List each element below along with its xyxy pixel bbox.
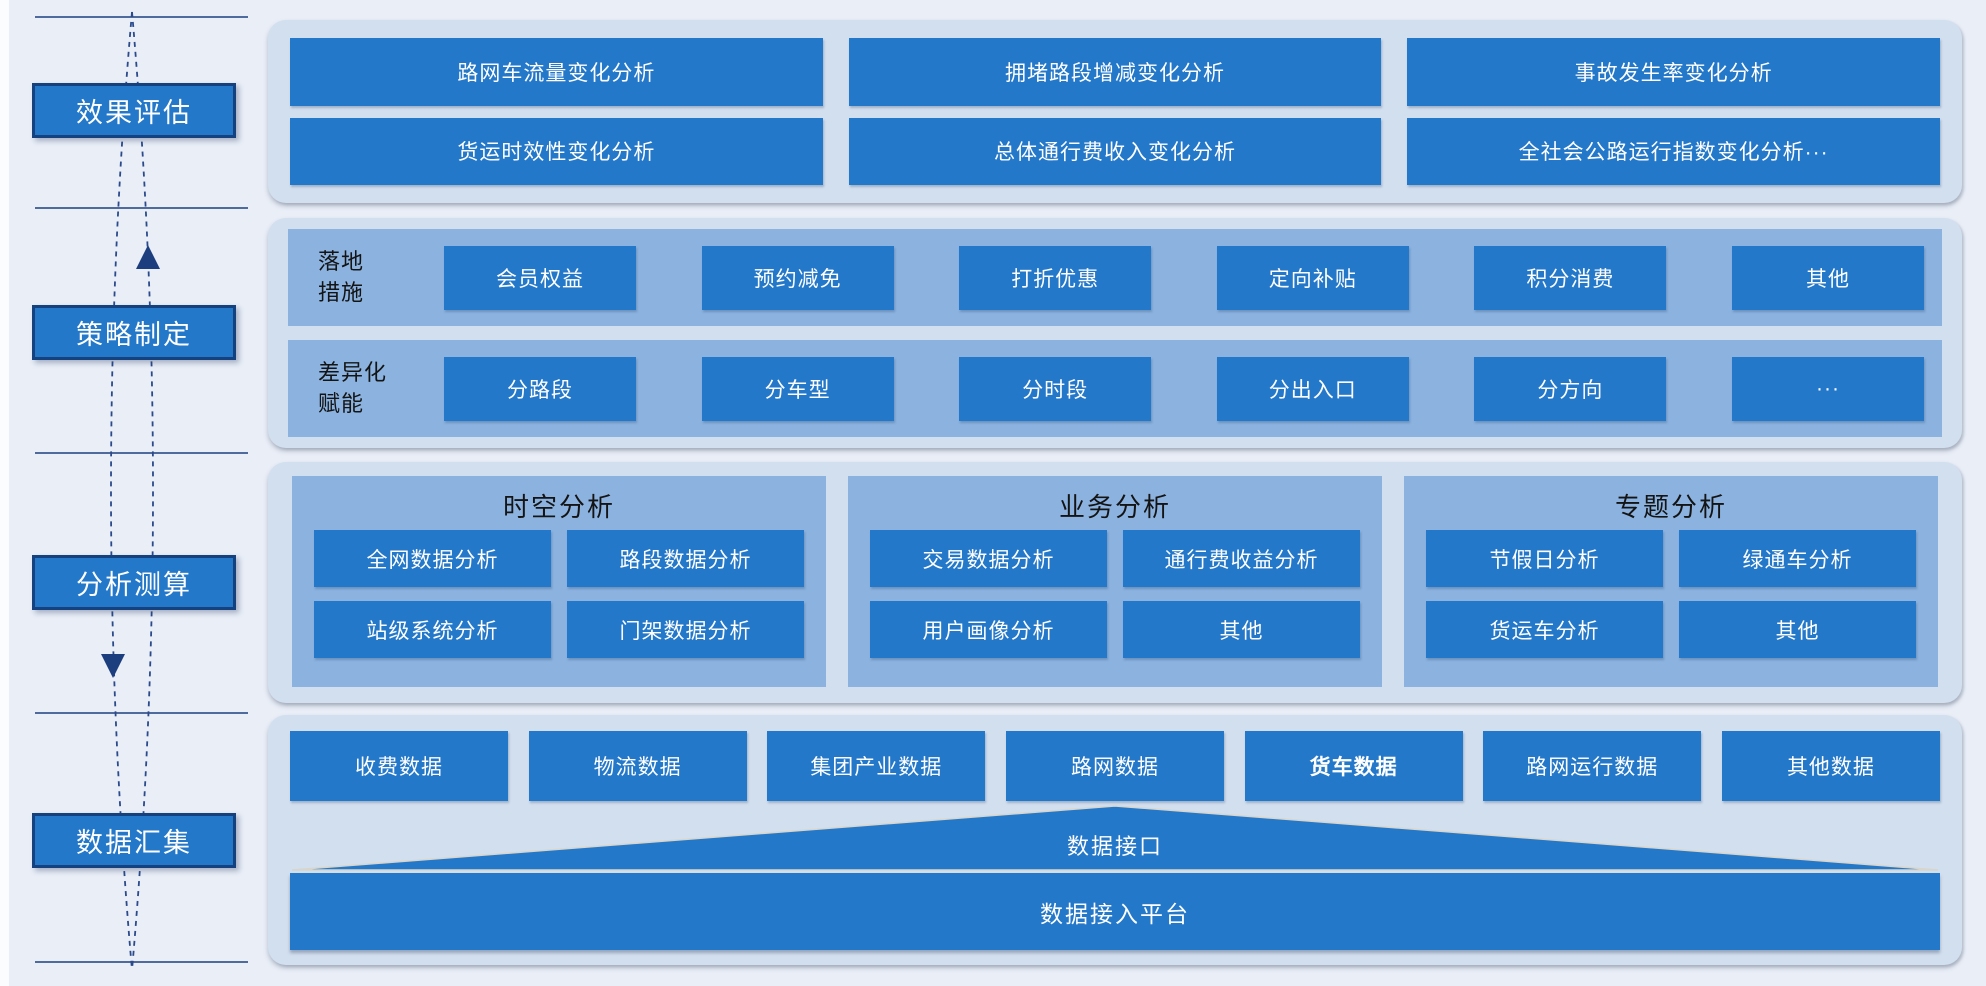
analysis-column-business: 业务分析 交易数据分析 通行费收益分析 用户画像分析 其他 <box>848 476 1382 687</box>
analysis-box: 其他 <box>1123 601 1360 658</box>
analysis-box: 其他 <box>1679 601 1916 658</box>
data-source-box: 物流数据 <box>528 731 747 801</box>
evaluation-box: 总体通行费收入变化分析 <box>848 117 1382 185</box>
strategy-box: 分出入口 <box>1216 356 1409 421</box>
arrow-up-icon <box>136 245 160 269</box>
data-interface-funnel: 数据接口 <box>290 805 1940 871</box>
analysis-box: 全网数据分析 <box>314 530 551 587</box>
strategy-band: 落地 措施 会员权益 预约减免 打折优惠 定向补贴 积分消费 其他 差异化 赋能… <box>268 218 1962 448</box>
strategy-box: 定向补贴 <box>1216 245 1409 310</box>
strategy-box: 分方向 <box>1474 356 1667 421</box>
data-band: 收费数据 物流数据 集团产业数据 路网数据 货车数据 路网运行数据 其他数据 数… <box>268 715 1962 965</box>
analysis-column-spatiotemporal: 时空分析 全网数据分析 路段数据分析 站级系统分析 门架数据分析 <box>292 476 826 687</box>
strategy-row-boxes: 分路段 分车型 分时段 分出入口 分方向 ··· <box>444 356 1924 421</box>
row-label-line: 赋能 <box>318 390 365 416</box>
strategy-box: 分路段 <box>444 356 636 421</box>
stage-label-analysis: 分析测算 <box>32 555 236 610</box>
data-source-box: 路网数据 <box>1005 731 1224 801</box>
strategy-row-label: 落地 措施 <box>318 247 418 309</box>
data-source-box: 集团产业数据 <box>767 731 986 801</box>
analysis-column-special-topics: 专题分析 节假日分析 绿通车分析 货运车分析 其他 <box>1404 476 1938 687</box>
analysis-box: 节假日分析 <box>1426 530 1663 587</box>
evaluation-band: 路网车流量变化分析 拥堵路段增减变化分析 事故发生率变化分析 货运时效性变化分析… <box>268 20 1962 203</box>
analysis-column-title: 专题分析 <box>1614 491 1727 522</box>
data-source-box: 货车数据 <box>1244 731 1463 801</box>
analysis-column-grid: 交易数据分析 通行费收益分析 用户画像分析 其他 <box>870 530 1360 658</box>
analysis-box: 站级系统分析 <box>314 601 551 658</box>
analysis-column-title: 时空分析 <box>502 491 615 522</box>
analysis-box: 绿通车分析 <box>1679 530 1916 587</box>
cycle-loop-graphic <box>35 11 248 971</box>
data-source-box: 收费数据 <box>290 731 508 801</box>
arrow-down-icon <box>101 654 125 678</box>
analysis-box: 交易数据分析 <box>870 530 1107 587</box>
analysis-column-grid: 节假日分析 绿通车分析 货运车分析 其他 <box>1426 530 1916 658</box>
strategy-box: 分车型 <box>701 356 894 421</box>
page-left-edge <box>0 0 9 986</box>
analysis-band: 时空分析 全网数据分析 路段数据分析 站级系统分析 门架数据分析 业务分析 交易… <box>268 462 1962 703</box>
row-label-line: 差异化 <box>318 359 388 385</box>
analysis-box: 路段数据分析 <box>567 530 804 587</box>
data-source-row: 收费数据 物流数据 集团产业数据 路网数据 货车数据 路网运行数据 其他数据 <box>290 731 1940 801</box>
strategy-box: 打折优惠 <box>959 245 1152 310</box>
analysis-box: 货运车分析 <box>1426 601 1663 658</box>
data-source-box: 路网运行数据 <box>1483 731 1702 801</box>
evaluation-box: 全社会公路运行指数变化分析··· <box>1407 117 1940 185</box>
stage-label-strategy: 策略制定 <box>32 305 236 360</box>
data-platform-bar: 数据接入平台 <box>290 873 1940 950</box>
analysis-box: 通行费收益分析 <box>1123 530 1360 587</box>
data-interface-label: 数据接口 <box>1066 834 1163 859</box>
stage-label-data-collection: 数据汇集 <box>32 813 236 868</box>
strategy-row-boxes: 会员权益 预约减免 打折优惠 定向补贴 积分消费 其他 <box>444 245 1924 310</box>
strategy-box: ··· <box>1731 356 1924 421</box>
strategy-box: 预约减免 <box>701 245 894 310</box>
analysis-box: 用户画像分析 <box>870 601 1107 658</box>
analysis-column-title: 业务分析 <box>1058 491 1171 522</box>
data-interface-triangle <box>291 805 1939 871</box>
evaluation-box: 货运时效性变化分析 <box>290 117 823 185</box>
analysis-box: 门架数据分析 <box>567 601 804 658</box>
strategy-row-differentiation: 差异化 赋能 分路段 分车型 分时段 分出入口 分方向 ··· <box>288 340 1942 437</box>
stage-rail: 效果评估 策略制定 分析测算 数据汇集 <box>0 0 262 986</box>
evaluation-box: 路网车流量变化分析 <box>290 38 823 106</box>
strategy-box: 其他 <box>1731 245 1924 310</box>
analysis-column-grid: 全网数据分析 路段数据分析 站级系统分析 门架数据分析 <box>314 530 804 658</box>
strategy-row-measures: 落地 措施 会员权益 预约减免 打折优惠 定向补贴 积分消费 其他 <box>288 229 1942 326</box>
row-label-line: 措施 <box>318 279 365 305</box>
evaluation-box: 事故发生率变化分析 <box>1407 38 1940 106</box>
data-source-box: 其他数据 <box>1721 731 1940 801</box>
row-label-line: 落地 <box>318 248 365 274</box>
evaluation-box: 拥堵路段增减变化分析 <box>848 38 1382 106</box>
strategy-box: 分时段 <box>959 356 1152 421</box>
strategy-box: 会员权益 <box>444 245 636 310</box>
strategy-box: 积分消费 <box>1474 245 1667 310</box>
strategy-row-label: 差异化 赋能 <box>318 358 418 420</box>
stage-label-evaluation: 效果评估 <box>32 83 236 138</box>
